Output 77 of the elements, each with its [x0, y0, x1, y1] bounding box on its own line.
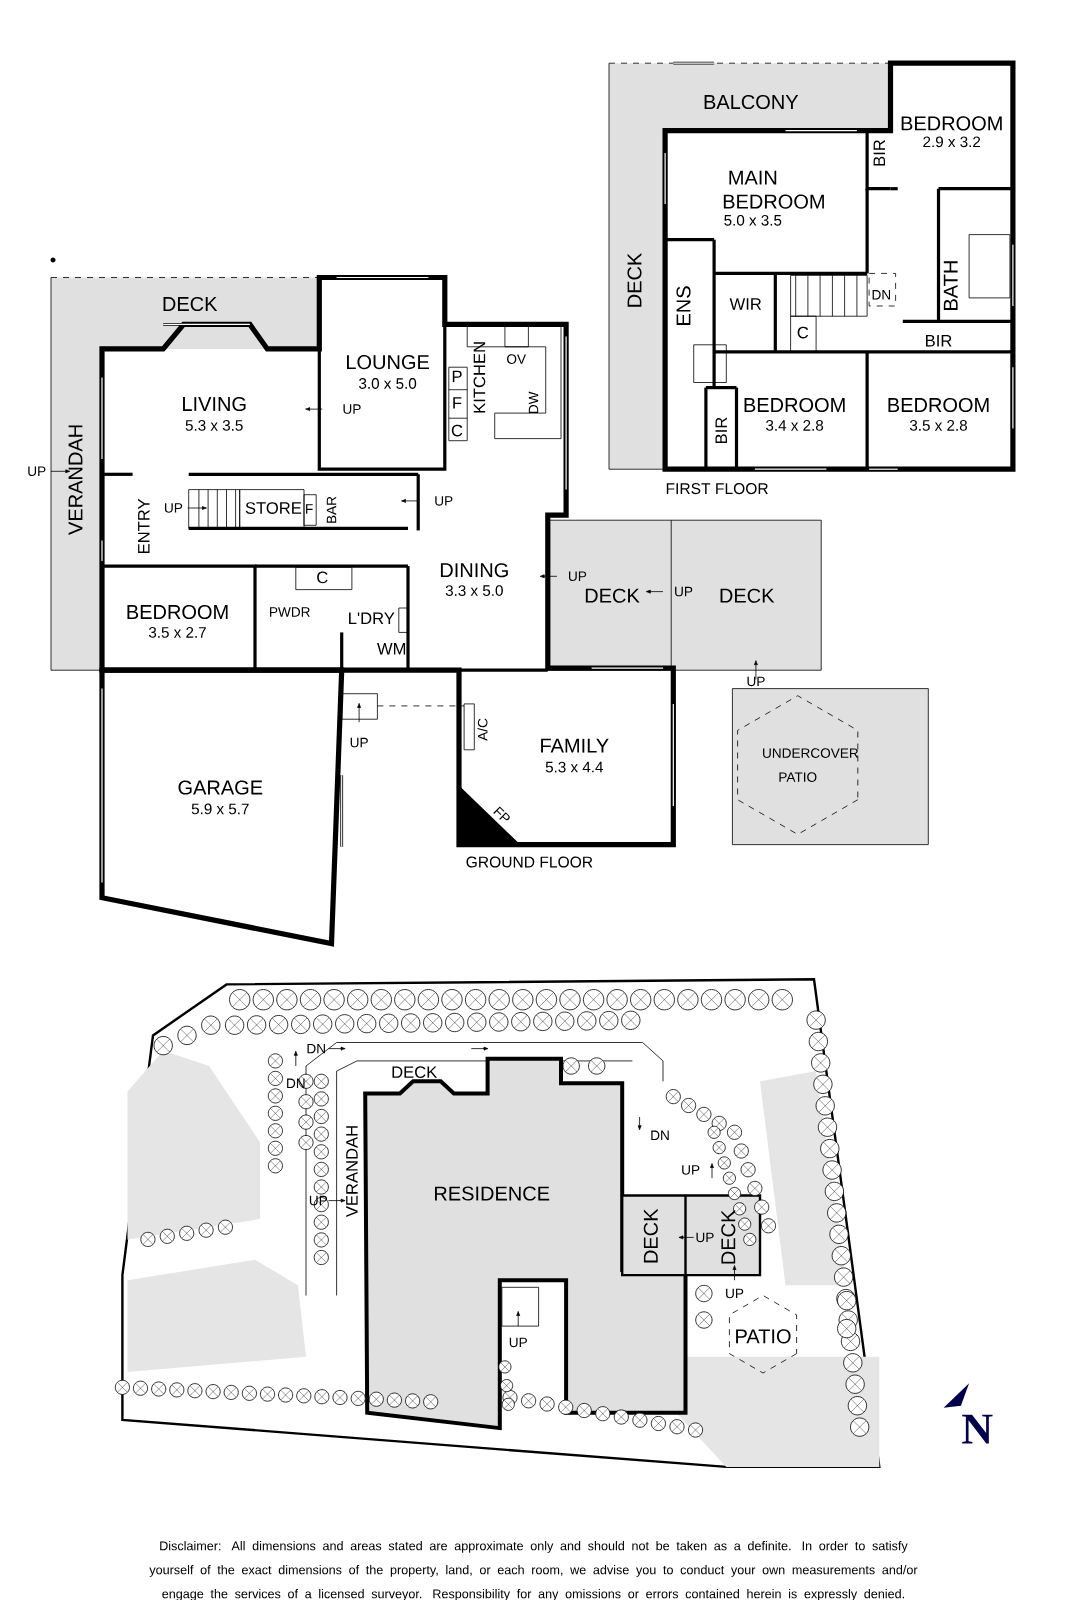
- room-label: BIR: [926, 335, 952, 347]
- floor-title: FIRST FLOOR: [666, 483, 768, 495]
- stair-label: PWDR: [270, 607, 310, 617]
- room-label: KITCHEN: [473, 342, 486, 413]
- stair-label: UP: [569, 571, 587, 582]
- stair-label: UP: [350, 737, 368, 748]
- room-dimension: 3.5 x 2.8: [909, 420, 967, 431]
- room-label: C: [797, 326, 809, 339]
- room-label: DECK: [585, 588, 640, 603]
- stair-label: UNDERCOVER PATIO: [763, 748, 859, 782]
- room-label: STORE: [245, 502, 302, 514]
- room-dimension: 3.4 x 2.8: [766, 420, 824, 431]
- room-label: BALCONY: [704, 94, 799, 110]
- room-label: P: [452, 370, 462, 383]
- room-label: DECK: [163, 296, 218, 312]
- stair-label: BAR: [326, 496, 337, 523]
- room-label: ENTRY: [138, 498, 150, 554]
- room-label: ENS: [676, 286, 691, 325]
- room-label: BEDROOM: [888, 397, 989, 413]
- room-dimension: 5.9 x 5.7: [191, 803, 249, 815]
- room-dimension: 3.3 x 5.0: [445, 585, 503, 596]
- room-label: BATH: [943, 261, 958, 310]
- room-label: DECK: [392, 1066, 438, 1078]
- room-label: BEDROOM: [744, 397, 845, 413]
- stair-label: UP: [435, 496, 453, 506]
- stair-label: FP: [493, 806, 510, 821]
- room-label: MAIN BEDROOM: [723, 170, 824, 209]
- floor-title: GROUND FLOOR: [466, 856, 593, 868]
- room-dimension: 5.3 x 3.5: [185, 420, 243, 431]
- room-label: BIR: [873, 139, 885, 166]
- stair-label: F: [306, 504, 313, 514]
- room-dimension: 3.0 x 5.0: [359, 378, 417, 389]
- room-label: GARAGE: [178, 780, 263, 795]
- room-dimension: 5.0 x 3.5: [724, 214, 782, 226]
- north-letter: N: [962, 1414, 993, 1444]
- room-label: VERANDAH: [68, 425, 83, 535]
- stair-label: UP: [343, 404, 361, 414]
- room-label: F: [453, 397, 462, 409]
- room-label: C: [451, 424, 463, 437]
- stair-label: UP: [682, 1165, 700, 1175]
- room-label: LOUNGE: [347, 355, 429, 370]
- room-dimension: 3.5 x 2.7: [148, 627, 206, 638]
- stair-label: UP: [675, 586, 693, 597]
- room-dimension: 2.9 x 3.2: [923, 136, 981, 148]
- room-dimension: 5.3 x 4.4: [545, 761, 603, 773]
- room-label: RESIDENCE: [435, 1186, 550, 1201]
- room-label: LIVING: [183, 396, 246, 412]
- stair-label: UP: [28, 466, 46, 477]
- stair-label: DW: [528, 391, 539, 414]
- stair-label: DN: [651, 1130, 669, 1140]
- room-label: DECK: [721, 1209, 736, 1264]
- stair-label: UP: [696, 1232, 714, 1243]
- room-label: VERANDAH: [346, 1126, 358, 1218]
- room-label: WM: [377, 643, 406, 655]
- stair-label: UP: [747, 676, 765, 687]
- room-label: L'DRY: [349, 612, 395, 624]
- stair-label: UP: [726, 1288, 744, 1299]
- room-label: BEDROOM: [901, 116, 1002, 131]
- room-label: WIR: [729, 298, 762, 310]
- stair-label: DN: [307, 1043, 325, 1054]
- stair-label: A/C: [477, 718, 488, 741]
- room-label: BIR: [715, 417, 727, 443]
- stair-label: DN: [287, 1078, 305, 1088]
- disclaimer-text: Disclaimer: All dimensions and areas stated are approximate only and should not be taken as a definite. In order to satisfy yourself of the exact dimensions of the property, land, or each room, we advise you to conduct your own measurements and/or engage the services of a licensed surveyor. Responsibility for any omissions or errors contained herein is expressly denied.: [149, 1541, 918, 1600]
- room-label: DECK: [720, 588, 775, 603]
- room-label: FAMILY: [541, 738, 609, 753]
- room-label: C: [317, 571, 328, 584]
- room-label: PATIO: [736, 1329, 791, 1344]
- stair-label: OV: [507, 354, 526, 364]
- stair-label: UP: [165, 503, 183, 513]
- stair-label: DN: [872, 290, 890, 300]
- room-label: DECK: [627, 252, 642, 307]
- room-label: BEDROOM: [127, 604, 228, 620]
- room-label: DECK: [643, 1208, 658, 1263]
- stair-label: UP: [509, 1337, 527, 1348]
- room-label: DINING: [440, 563, 508, 578]
- stair-label: UP: [309, 1195, 328, 1206]
